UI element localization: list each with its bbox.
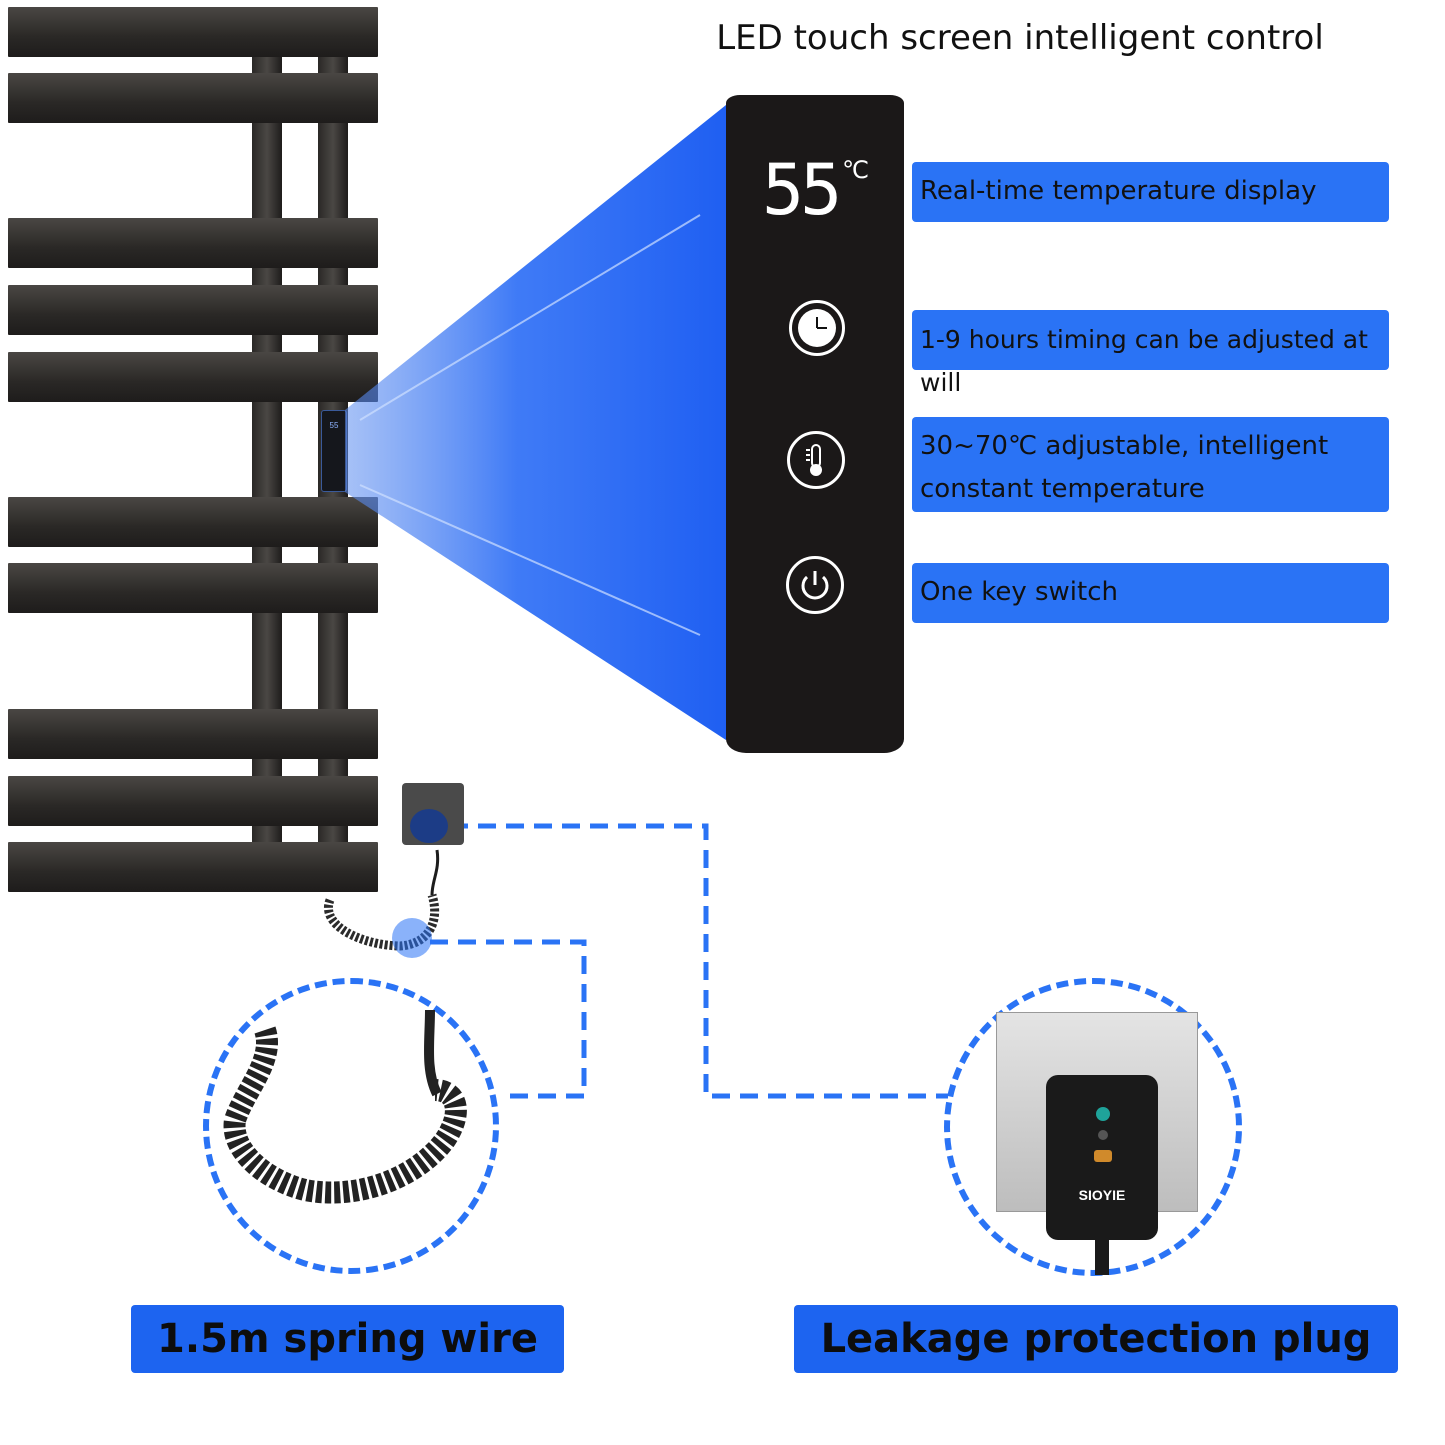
rail-bar [8, 218, 378, 268]
rail-bar [8, 7, 378, 57]
plug-reset-button [1094, 1150, 1112, 1162]
beam-highlight [359, 484, 701, 636]
leakage-plug-label: Leakage protection plug [794, 1305, 1398, 1373]
plug-test-button [1098, 1130, 1108, 1140]
rail-bar [8, 497, 378, 547]
plug-detail-circle [944, 978, 1242, 1276]
rail-bar [8, 709, 378, 759]
plug-cable [1095, 1240, 1109, 1275]
wire-connector-line [430, 939, 587, 1099]
plug-indicator-light [1096, 1107, 1110, 1121]
cable [430, 849, 440, 896]
beam-highlight [359, 214, 701, 421]
beam-shape [345, 105, 726, 740]
rail-bar [8, 352, 378, 402]
callout-temperature-display: Real-time temperature display [912, 162, 1389, 222]
temperature-display: 55 [762, 149, 842, 231]
temperature-unit: ℃ [842, 156, 869, 184]
rail-bar [8, 285, 378, 335]
leakage-plug: SIOYIE [1046, 1075, 1158, 1240]
spring-wire-image [223, 1009, 467, 1204]
wire-highlight-dot [392, 918, 432, 958]
plug-brand: SIOYIE [1078, 1187, 1126, 1203]
led-control-panel [726, 95, 904, 753]
rail-control-display: 55 [329, 421, 339, 430]
spring-wire-label: 1.5m spring wire [131, 1305, 564, 1373]
panel-title: LED touch screen intelligent control [716, 18, 1324, 58]
rail-bar [8, 842, 378, 892]
plug-connector-line [450, 823, 948, 1099]
thermometer-icon[interactable] [787, 431, 845, 489]
callout-timing: 1-9 hours timing can be adjusted at will [912, 310, 1389, 397]
callout-constant-temperature: 30~70℃ adjustable, intelligent constant … [912, 417, 1389, 512]
rail-bar [8, 563, 378, 613]
rail-bar [8, 776, 378, 826]
power-icon[interactable] [786, 556, 844, 614]
plug-small [410, 809, 448, 843]
rail-bar [8, 73, 378, 123]
callout-one-key-switch: One key switch [912, 563, 1389, 623]
clock-icon[interactable] [789, 300, 845, 356]
wall-socket-small [402, 783, 464, 845]
spring-wire-detail-circle [203, 978, 499, 1274]
